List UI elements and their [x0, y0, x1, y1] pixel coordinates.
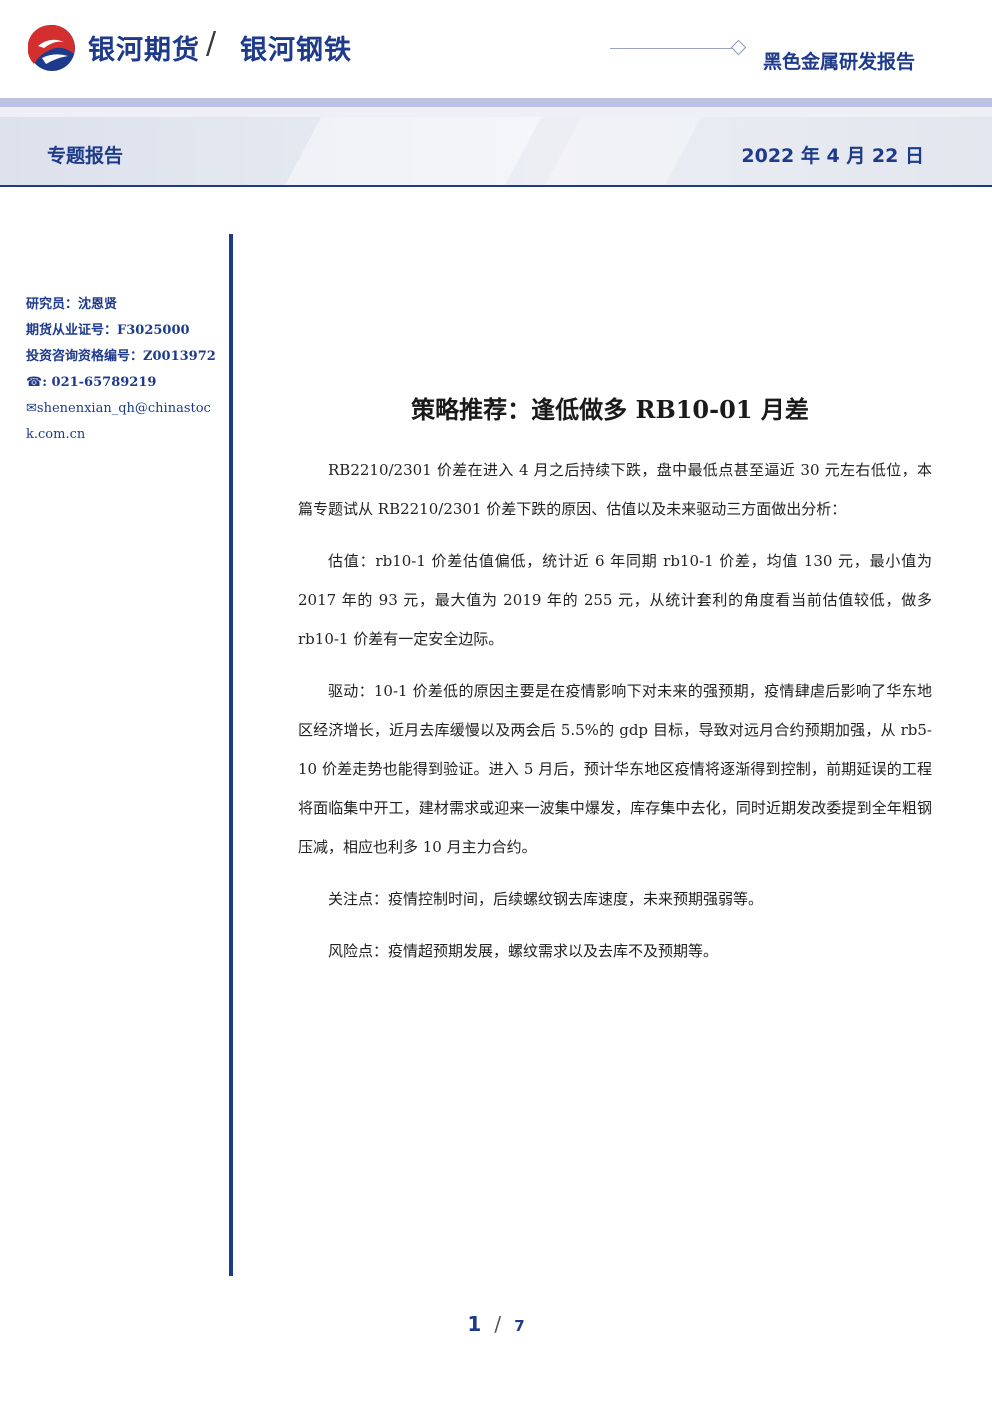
- phone: ☎: 021-65789219: [26, 370, 226, 396]
- subheader-decoration: [257, 117, 563, 185]
- page-number: 1 / 7: [0, 1312, 992, 1336]
- header-band: [0, 98, 992, 107]
- article-body: RB2210/2301 价差在进入 4 月之后持续下跌，盘中最低点甚至逼近 30…: [298, 451, 932, 984]
- brand-separator: /: [206, 26, 218, 61]
- brand-name: 银河期货 / 银河钢铁: [88, 26, 351, 67]
- diamond-icon: [730, 39, 747, 56]
- page-separator: /: [494, 1312, 502, 1336]
- subheader-rule: [0, 185, 992, 187]
- total-pages: 7: [514, 1317, 525, 1335]
- subheader-bar: 专题报告 2022 年 4 月 22 日: [0, 117, 992, 185]
- galaxy-logo-icon: [28, 24, 75, 71]
- paragraph: 估值：rb10-1 价差估值偏低，统计近 6 年同期 rb10-1 价差，均值 …: [298, 552, 932, 648]
- article-title: 策略推荐：逢低做多 RB10-01 月差: [411, 395, 809, 424]
- email[interactable]: ✉shenenxian_qh@chinastock.com.cn: [26, 396, 222, 448]
- vertical-divider: [229, 234, 233, 1276]
- brand-primary: 银河期货: [88, 35, 200, 66]
- paragraph: 风险点：疫情超预期发展，螺纹需求以及去库不及预期等。: [328, 942, 719, 960]
- report-type: 黑色金属研发报告: [763, 51, 916, 73]
- page-header: 银河期货 / 银河钢铁 黑色金属研发报告: [0, 0, 992, 100]
- paragraph: 关注点：疫情控制时间，后续螺纹钢去库速度，未来预期强弱等。: [328, 890, 764, 908]
- paragraph: RB2210/2301 价差在进入 4 月之后持续下跌，盘中最低点甚至逼近 30…: [298, 461, 932, 518]
- author-sidebar: 研究员：沈恩贤 期货从业证号：F3025000 投资咨询资格编号：Z001397…: [26, 292, 226, 448]
- mail-icon: ✉: [26, 401, 37, 416]
- header-rule: [610, 48, 732, 49]
- phone-number: : 021-65789219: [42, 375, 157, 390]
- report-date: 2022 年 4 月 22 日: [741, 145, 924, 167]
- email-address[interactable]: shenenxian_qh@chinastock.com.cn: [26, 401, 211, 442]
- brand-secondary: 银河钢铁: [240, 35, 352, 66]
- subheader-decoration: [517, 117, 723, 185]
- header-band-gap: [0, 107, 992, 117]
- paragraph: 驱动：10-1 价差低的原因主要是在疫情影响下对未来的强预期，疫情肆虐后影响了华…: [298, 682, 932, 856]
- license-number: 期货从业证号：F3025000: [26, 323, 190, 338]
- researcher: 研究员：沈恩贤: [26, 297, 118, 312]
- consulting-id: 投资咨询资格编号：Z0013972: [26, 349, 216, 364]
- phone-icon: ☎: [26, 375, 43, 390]
- current-page: 1: [467, 1312, 482, 1336]
- section-label: 专题报告: [47, 145, 124, 167]
